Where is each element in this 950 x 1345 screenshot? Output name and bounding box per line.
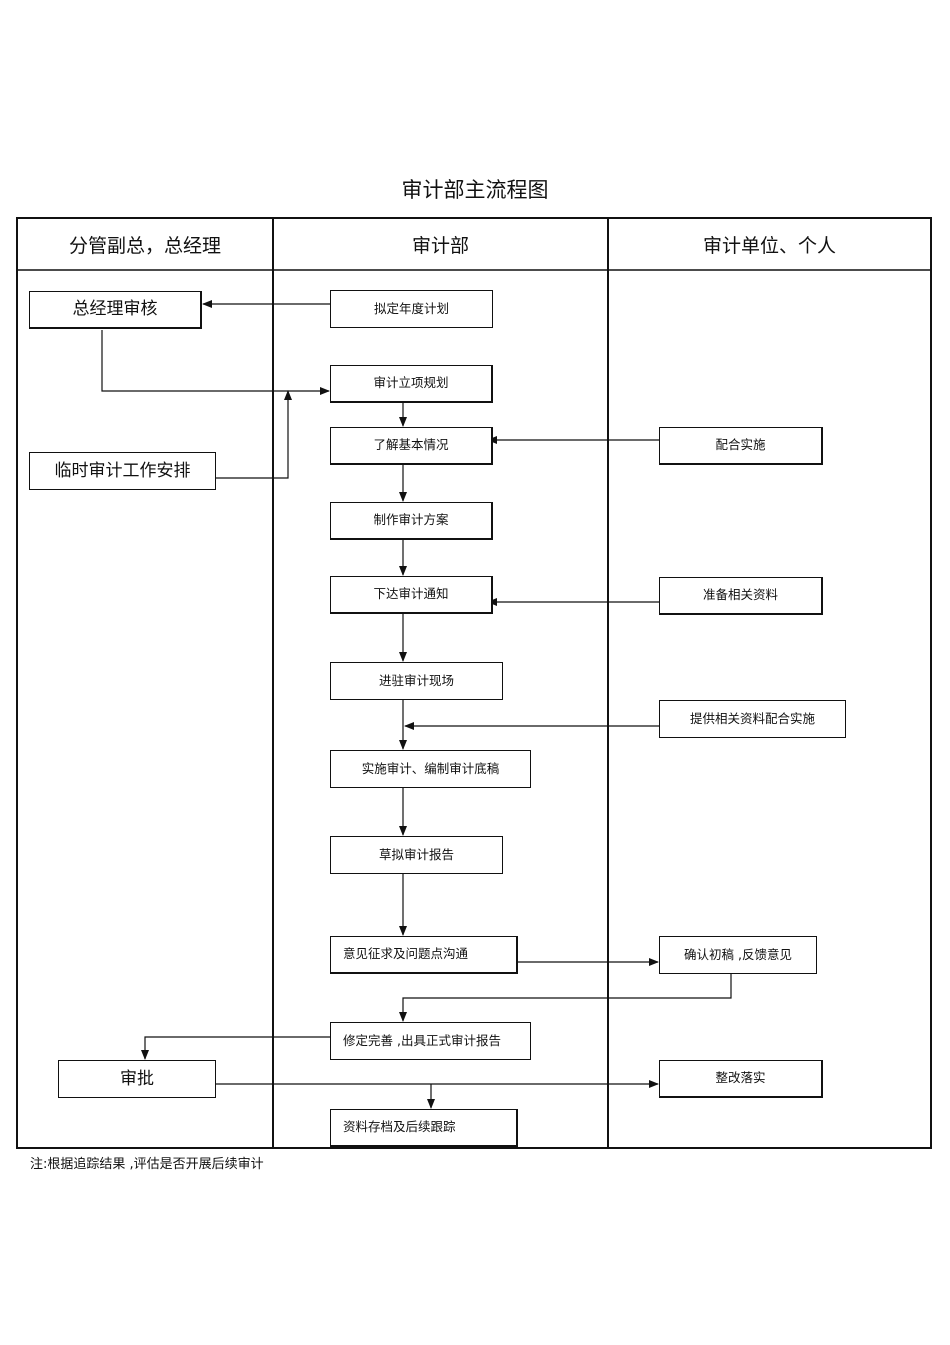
footnote: 注:根据追踪结果 ,评估是否开展后续审计 [30, 1157, 264, 1172]
node-opinion: 意见征求及问题点沟通 [330, 936, 518, 974]
lane-header-audited-unit: 审计单位、个人 [702, 234, 836, 257]
node-cooperate: 配合实施 [659, 427, 823, 465]
node-provide: 提供相关资料配合实施 [659, 700, 846, 738]
node-make-plan: 制作审计方案 [330, 502, 493, 540]
node-annual-plan: 拟定年度计划 [330, 290, 493, 328]
node-revise: 修定完善 ,出具正式审计报告 [330, 1022, 531, 1060]
arrow-review-to-project [101, 330, 330, 395]
node-approve: 审批 [58, 1060, 216, 1098]
arrow-confirm-to-revise [399, 974, 732, 1022]
node-temp-audit: 临时审计工作安排 [29, 452, 216, 490]
node-prepare: 准备相关资料 [659, 577, 823, 615]
node-rectify: 整改落实 [659, 1060, 823, 1098]
page-title: 审计部主流程图 [401, 178, 549, 202]
lane-header-management: 分管副总，总经理 [68, 234, 221, 257]
table-frame [16, 217, 932, 1149]
arrow-revise-to-approve [141, 1036, 330, 1060]
node-notify: 下达审计通知 [330, 576, 493, 614]
node-enter-site: 进驻审计现场 [330, 662, 503, 700]
arrow-temp-to-project [216, 390, 292, 479]
lane-header-audit-dept: 审计部 [411, 234, 469, 257]
node-confirm: 确认初稿 ,反馈意见 [659, 936, 817, 974]
node-project-plan: 审计立项规划 [330, 365, 493, 403]
node-gm-review: 总经理审核 [29, 291, 202, 329]
node-archive: 资料存档及后续跟踪 [330, 1109, 518, 1147]
node-understand: 了解基本情况 [330, 427, 493, 465]
node-draft-report: 草拟审计报告 [330, 836, 503, 874]
node-implement: 实施审计、编制审计底稿 [330, 750, 531, 788]
